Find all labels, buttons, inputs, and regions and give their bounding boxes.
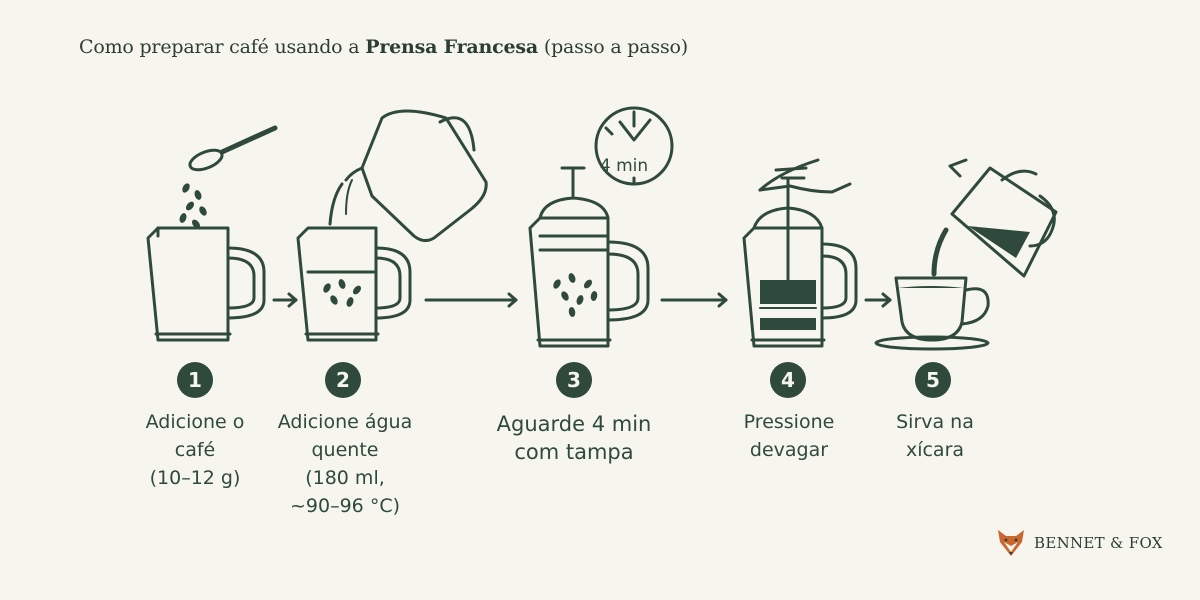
step-3-number: 3 — [556, 362, 592, 398]
carafe-water-icon — [296, 226, 412, 342]
coffee-beans-icon — [179, 183, 207, 229]
page-title: Como preparar café usando a Prensa Franc… — [79, 36, 688, 58]
step-1-number: 1 — [177, 362, 213, 398]
pouring-carafe-icon — [948, 158, 1058, 278]
coffee-stream-icon — [931, 227, 949, 277]
arrow-4-5-icon — [864, 292, 892, 308]
fox-logo-icon — [998, 530, 1024, 556]
kettle-icon — [344, 109, 488, 243]
timer-icon — [594, 106, 674, 186]
step-3-caption: Aguarde 4 min com tampa — [496, 412, 652, 464]
step-4-number: 4 — [770, 362, 806, 398]
carafe-empty-icon — [146, 226, 266, 342]
step-2-caption: Adicione água quente (180 ml, ~90–96 °C) — [277, 411, 413, 517]
step-4-caption: Pressione devagar — [743, 411, 835, 461]
french-press-lid-icon — [528, 166, 650, 348]
brand-logo: BENNET & FOX — [994, 526, 1163, 560]
step-2-number: 2 — [325, 362, 361, 398]
arrow-3-4-icon — [660, 292, 728, 308]
step-1-caption: Adicione o café (10–12 g) — [145, 411, 245, 489]
arrow-2-3-icon — [424, 292, 518, 308]
timer-label: 4 min — [600, 156, 648, 176]
french-press-plunger-icon — [742, 178, 858, 348]
cup-icon — [874, 276, 990, 351]
hand-icon — [758, 158, 852, 194]
step-5-number: 5 — [915, 362, 951, 398]
spoon-icon — [188, 125, 278, 172]
step-5-caption: Sirva na xícara — [896, 411, 974, 461]
water-pour-icon — [328, 179, 353, 226]
brand-name: BENNET & FOX — [1034, 534, 1163, 552]
arrow-1-2-icon — [272, 292, 298, 308]
